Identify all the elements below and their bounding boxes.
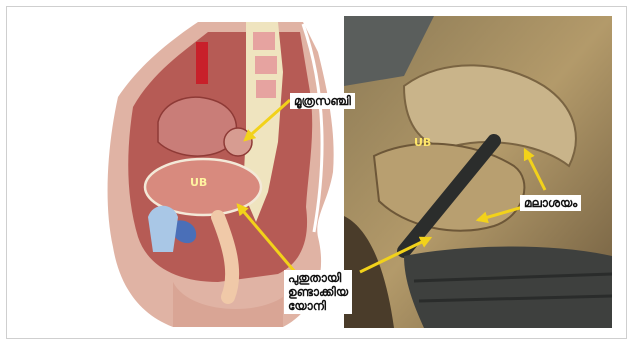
bladder-label: മൂത്രസഞ്ചി (290, 93, 355, 109)
pubic-bone (148, 206, 178, 252)
base-cylinder (404, 247, 612, 328)
blood-vessel (196, 42, 208, 84)
photo-panel: UB (344, 16, 612, 328)
vertebra-3 (256, 80, 276, 98)
bowel-loop (224, 128, 252, 156)
ub-label-left: UB (190, 176, 207, 189)
vertebra-1 (253, 32, 275, 50)
rectum-label: മലാശയം (520, 195, 581, 211)
ub-label-right: UB (414, 136, 431, 149)
vertebra-2 (255, 56, 277, 74)
neovagina-label: പുതുതായി ഉണ്ടാക്കിയ യോനി (284, 270, 352, 314)
cadaver-photo (344, 16, 612, 328)
